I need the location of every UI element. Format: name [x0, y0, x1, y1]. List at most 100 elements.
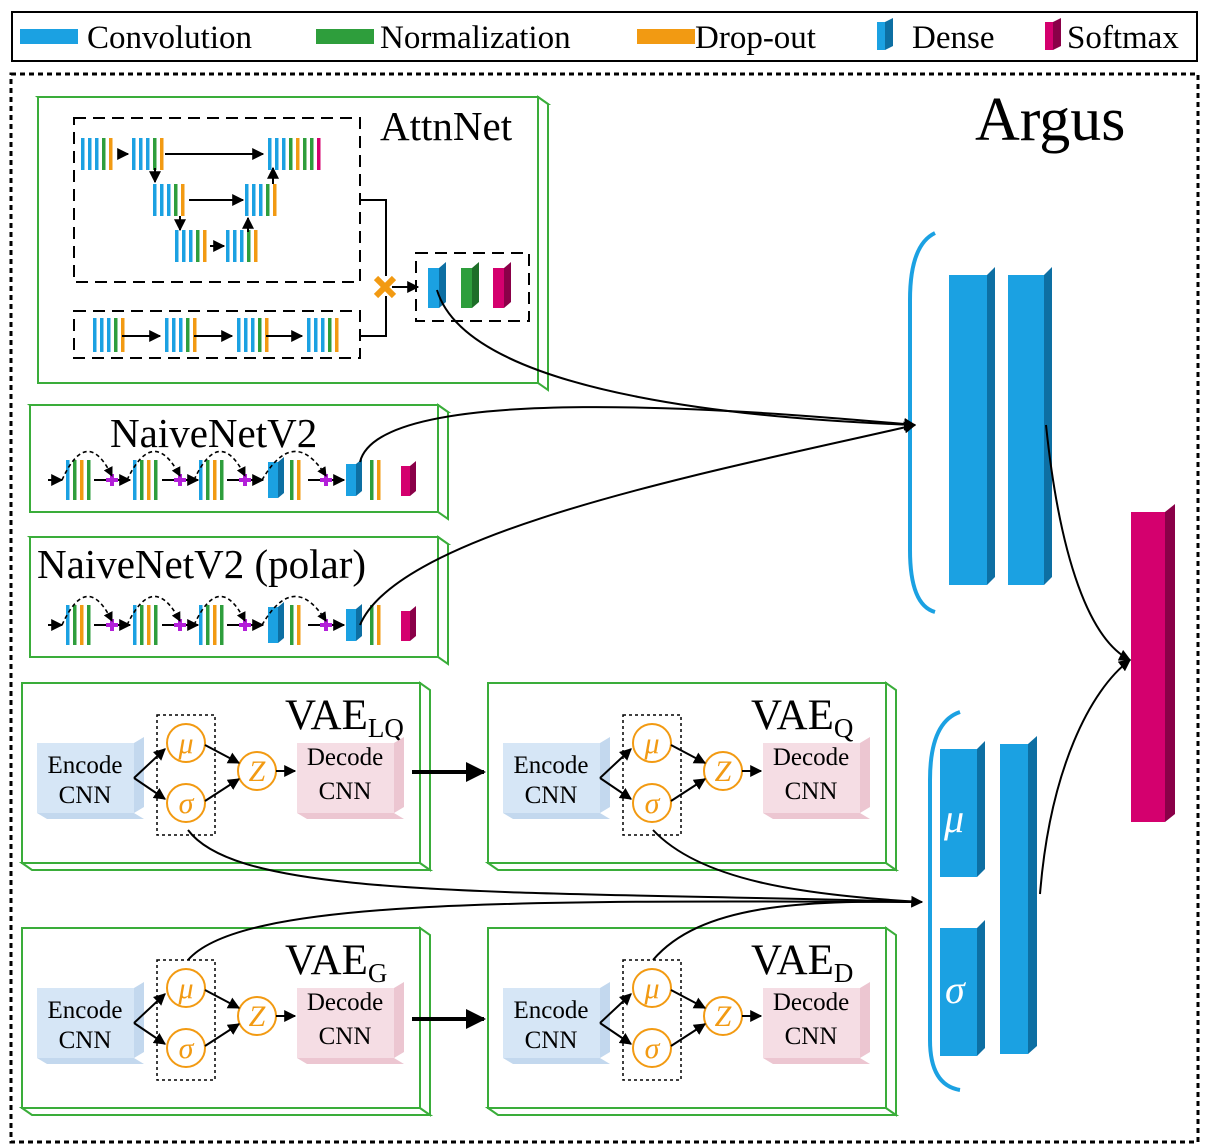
naivenet-box: NaiveNetV2	[26, 403, 452, 521]
encode-label: Encode	[514, 997, 589, 1024]
upper-dense-layer-2	[1008, 267, 1052, 585]
cnn-label: CNN	[525, 1027, 578, 1054]
naivenet-title: NaiveNetV2	[110, 410, 317, 456]
argus-frame	[9, 72, 1200, 1144]
sigma-node: σ	[632, 1028, 672, 1068]
lower-dense-layer	[1000, 736, 1037, 1054]
encode-label: Encode	[48, 752, 123, 779]
sigma-node: σ	[166, 783, 206, 823]
mu-layer-label: μ	[943, 796, 964, 841]
latent-frame	[622, 959, 682, 1081]
attnnet-title: AttnNet	[380, 103, 513, 149]
z-label: Z	[249, 755, 266, 788]
nn2-block-4b	[290, 605, 301, 645]
decode-label: Decode	[773, 744, 849, 771]
legend-dropout: Drop-out	[695, 20, 816, 56]
z-node: Z	[703, 996, 743, 1036]
attn-block-2	[132, 138, 164, 170]
latent-frame	[622, 714, 682, 836]
cnn-label: CNN	[785, 1023, 838, 1050]
z-node: Z	[703, 751, 743, 791]
attn-block-3	[268, 138, 321, 170]
mu-label: μ	[177, 972, 193, 1005]
convolution-swatch	[20, 29, 78, 44]
nn1-dense-block-2	[346, 459, 362, 496]
nn1-block-5	[370, 460, 381, 500]
z-label: Z	[249, 1000, 266, 1033]
legend-frame	[11, 11, 1198, 62]
dense-swatch-icon	[877, 18, 893, 50]
legend: Convolution Normalization Drop-out Dense…	[11, 11, 1198, 62]
mu-node: μ	[166, 723, 206, 763]
attnnet-softmax-block	[493, 262, 511, 308]
cnn-label: CNN	[319, 1023, 372, 1050]
mu-label: μ	[643, 727, 659, 760]
z-node: Z	[237, 751, 277, 791]
softmax-swatch-icon	[1045, 18, 1061, 50]
cnn-label: CNN	[785, 778, 838, 805]
decode-label: Decode	[773, 989, 849, 1016]
nn2-dense-block	[268, 602, 284, 643]
mu-node: μ	[166, 968, 206, 1008]
mu-node: μ	[632, 723, 672, 763]
mu-node: μ	[632, 968, 672, 1008]
nn2-block-3	[199, 605, 224, 645]
encode-label: Encode	[48, 997, 123, 1024]
legend-normalization: Normalization	[380, 20, 571, 56]
nn2-softmax-block	[401, 606, 416, 641]
encode-label: Encode	[514, 752, 589, 779]
z-label: Z	[715, 1000, 732, 1033]
nn1-block-3	[199, 460, 224, 500]
legend-softmax: Softmax	[1067, 20, 1179, 56]
vae-q-subscript: Q	[834, 713, 854, 743]
sigma-label: σ	[179, 787, 195, 820]
nn2-block-2	[133, 605, 158, 645]
attn-block-7	[226, 230, 258, 262]
attn-block-1	[81, 138, 113, 170]
nn2-block-5	[370, 605, 381, 645]
multiply-icon	[373, 275, 397, 299]
nn1-dense-block	[268, 457, 284, 498]
sigma-dense-layer: σ	[940, 920, 985, 1056]
feature-block-4	[307, 318, 339, 352]
sigma-label: σ	[645, 787, 661, 820]
nn2-block-1	[66, 605, 91, 645]
cnn-label: CNN	[59, 1027, 112, 1054]
upper-dense-layer-1	[949, 267, 995, 585]
attnnet-dense-block	[428, 262, 446, 308]
nn2-dense-block-2	[346, 604, 362, 641]
naivenet-polar-title: NaiveNetV2 (polar)	[37, 541, 366, 587]
nn1-block-2	[133, 460, 158, 500]
connection-curves	[187, 289, 1132, 961]
cnn-label: CNN	[319, 778, 372, 805]
feature-branch-frame	[73, 310, 361, 359]
legend-dense: Dense	[912, 20, 994, 56]
attn-block-4	[153, 184, 185, 216]
normalization-swatch	[316, 29, 374, 44]
vae-lq-subscript: LQ	[368, 713, 404, 743]
latent-frame	[156, 959, 216, 1081]
attn-block-6	[175, 230, 207, 262]
cnn-label: CNN	[525, 782, 578, 809]
sigma-node: σ	[632, 783, 672, 823]
legend-convolution: Convolution	[87, 20, 252, 56]
latent-frame	[156, 714, 216, 836]
vae-d-title: VAED	[751, 937, 853, 988]
softmax-output-layer	[1131, 504, 1175, 822]
sigma-layer-label: σ	[945, 967, 966, 1012]
sigma-node: σ	[166, 1028, 206, 1068]
argus-title: Argus	[975, 86, 1125, 154]
nn1-block-1	[66, 460, 91, 500]
